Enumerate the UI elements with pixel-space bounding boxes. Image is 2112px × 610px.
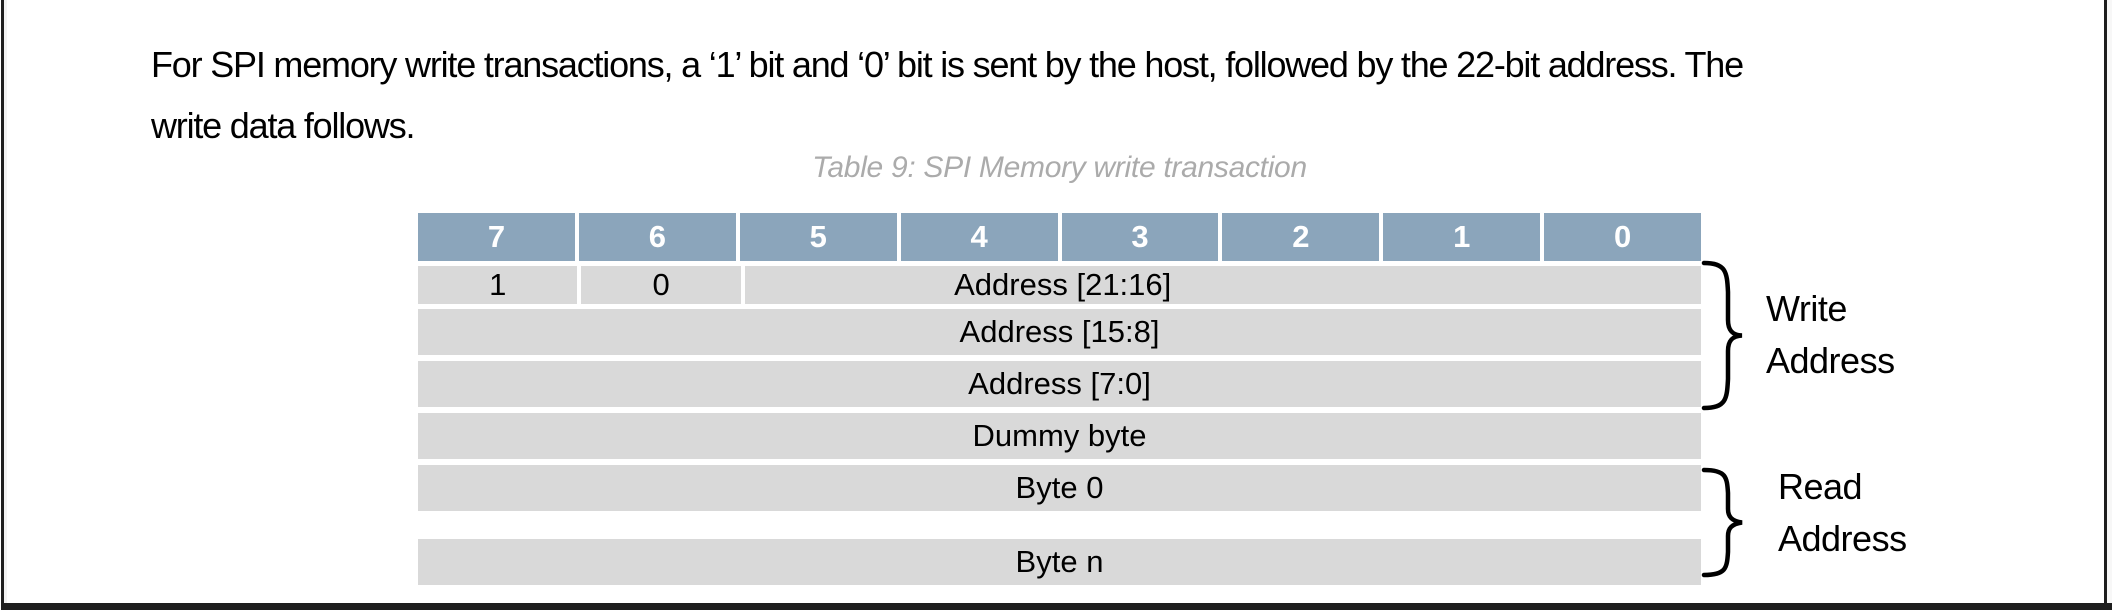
table-row-address-15-8: Address [15:8] — [418, 309, 1701, 355]
bit-header-6: 6 — [578, 213, 736, 261]
bit-header-0: 0 — [1544, 213, 1701, 261]
page-left-border — [1, 0, 4, 610]
intro-paragraph-line2: write data follows. — [151, 105, 416, 146]
bit-header-3: 3 — [1061, 213, 1219, 261]
bit-header-2: 2 — [1222, 213, 1380, 261]
page-bottom-border — [4, 603, 2112, 610]
cell-bit6-value: 0 — [581, 266, 741, 304]
cell-address-21-16: Address [21:16] — [744, 266, 1701, 304]
bit-header-1: 1 — [1383, 213, 1541, 261]
table-row-byte-0: Byte 0 — [418, 465, 1701, 511]
bit-index-header-row: 7 6 5 4 3 2 1 0 — [418, 213, 1701, 261]
cell-bit7-value: 1 — [418, 266, 578, 304]
table-row-byte-n: Byte n — [418, 539, 1701, 585]
write-address-label: Write Address — [1766, 288, 1895, 381]
bit-header-4: 4 — [900, 213, 1058, 261]
table-row-address-7-0: Address [7:0] — [418, 361, 1701, 407]
table-row-command-address-high: 1 0 Address [21:16] — [418, 266, 1701, 304]
table-caption: Table 9: SPI Memory write transaction — [812, 151, 1307, 184]
page-right-border — [2104, 0, 2107, 610]
spi-transaction-table: 7 6 5 4 3 2 1 0 1 0 Address [21:16] Addr… — [418, 213, 1701, 585]
table-row-dummy-byte: Dummy byte — [418, 413, 1701, 459]
page-left-border-shade — [4, 0, 7, 610]
intro-paragraph: For SPI memory write transactions, a ‘1’… — [151, 34, 2051, 156]
intro-paragraph-line1: For SPI memory write transactions, a ‘1’… — [151, 44, 1744, 85]
read-address-brace-icon — [1700, 465, 1746, 580]
page-right-border-shade — [2107, 0, 2112, 610]
write-address-brace-icon — [1700, 258, 1746, 413]
bit-header-5: 5 — [739, 213, 897, 261]
bit-header-7: 7 — [418, 213, 575, 261]
read-address-label: Read Address — [1778, 466, 1907, 559]
